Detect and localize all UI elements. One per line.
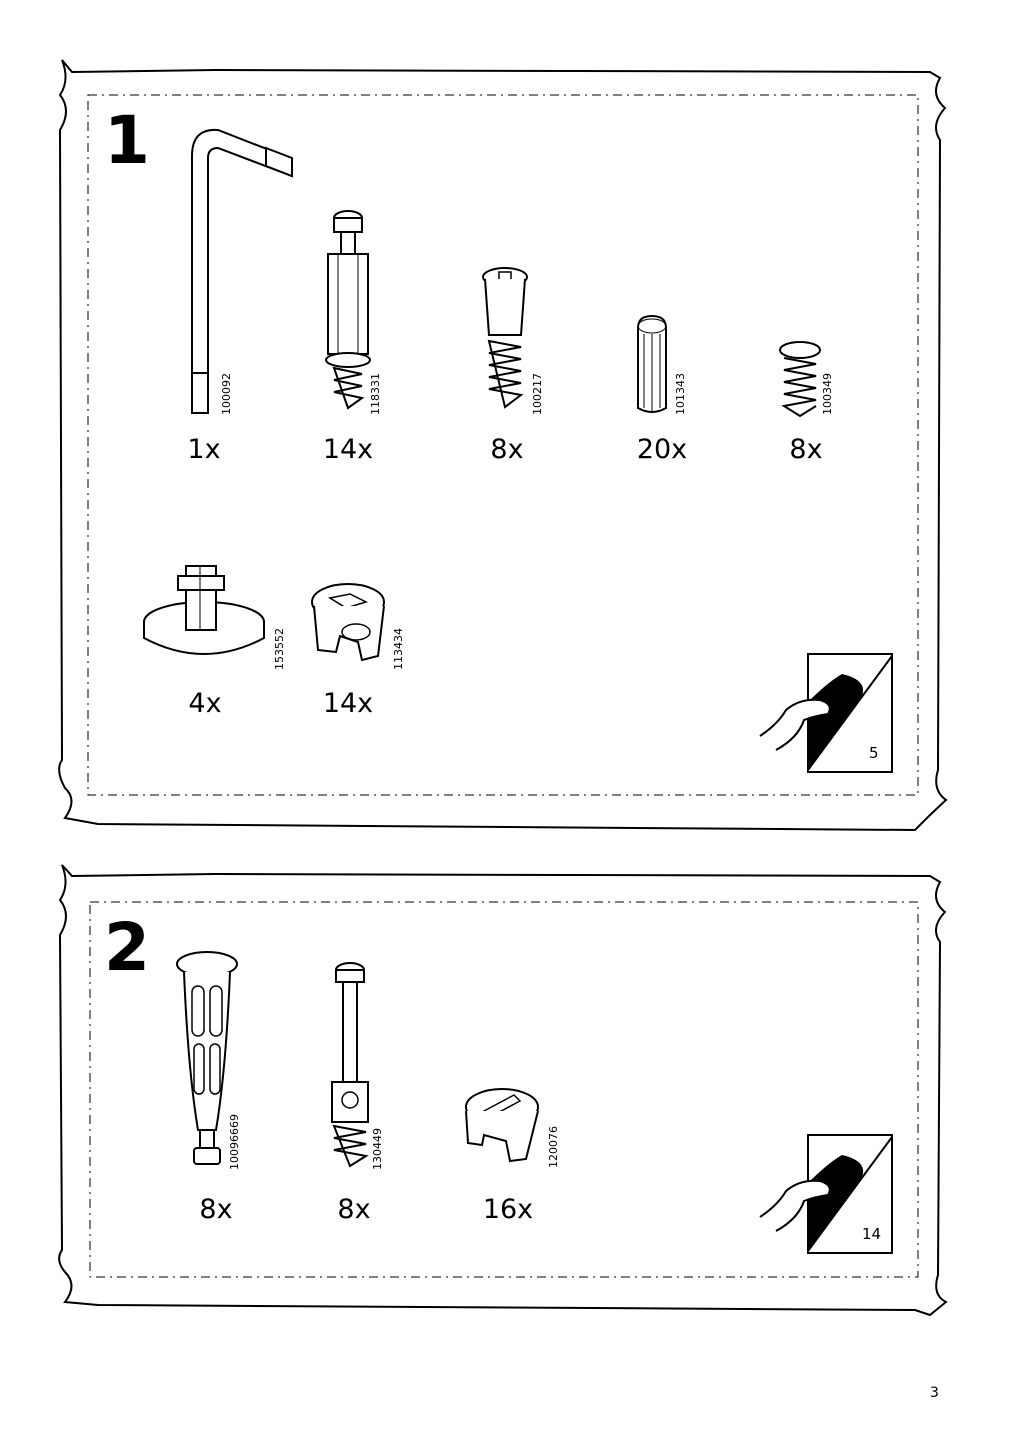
part-quantity: 4x [188, 688, 222, 719]
part-quantity: 8x [337, 1194, 371, 1225]
part-quantity: 8x [789, 434, 823, 465]
part-code: 130449 [371, 1128, 384, 1170]
part-code: 120076 [547, 1126, 560, 1168]
long-cam-bolt-icon [331, 962, 369, 1168]
short-screw-icon [779, 341, 821, 418]
part-quantity: 16x [482, 1194, 534, 1225]
part-code: 100349 [821, 373, 834, 415]
cam-lock-small-icon [465, 1088, 539, 1163]
part-code: 100092 [220, 373, 233, 415]
part-quantity: 1x [187, 434, 221, 465]
see-page-icon [759, 653, 893, 773]
step-number: 1 [104, 102, 150, 179]
part-code: 153552 [273, 628, 286, 670]
cam-lock-icon [311, 583, 385, 662]
part-quantity: 14x [322, 434, 374, 465]
sleeve-screw-icon [482, 267, 528, 409]
see-page-number: 14 [862, 1225, 882, 1243]
allen-key-icon [191, 128, 294, 414]
cam-bolt-icon [325, 210, 371, 410]
part-code: 118331 [369, 373, 382, 415]
part-code: 10096669 [228, 1114, 241, 1170]
foot-glide-icon [143, 565, 265, 655]
part-quantity: 14x [322, 688, 374, 719]
part-quantity: 8x [490, 434, 524, 465]
plastic-anchor-icon [176, 951, 238, 1165]
see-page-number: 5 [869, 744, 879, 762]
part-code: 101343 [674, 373, 687, 415]
part-quantity: 8x [199, 1194, 233, 1225]
page-number: 3 [930, 1385, 939, 1401]
step-number: 2 [104, 909, 150, 986]
part-code: 113434 [392, 628, 405, 670]
see-page-icon [759, 1134, 893, 1254]
dowel-icon [637, 314, 667, 413]
part-quantity: 20x [636, 434, 688, 465]
part-code: 100217 [531, 373, 544, 415]
